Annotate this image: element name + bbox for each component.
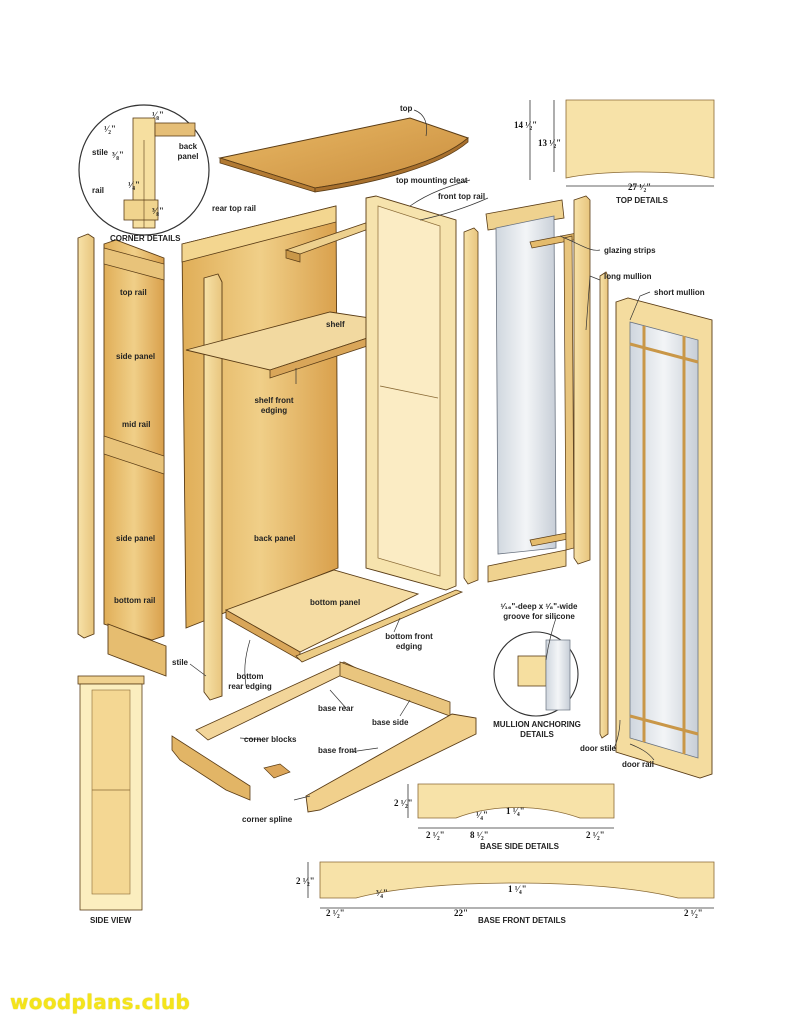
label-door-stile: door stile	[580, 744, 617, 753]
dim-bf-center: 22"	[454, 908, 468, 918]
label-front-top-rail: front top rail	[438, 192, 486, 201]
label-shelf: shelf	[326, 320, 345, 329]
label-corner-rail: rail	[92, 186, 105, 195]
dim-bf-rise: 1 ¹⁄₄"	[508, 884, 527, 894]
dim-bs-left: 2 ¹⁄₂"	[426, 830, 445, 840]
dim-top-depth-inner: 13 ¹⁄₂"	[538, 138, 562, 148]
base-front-details-drawing	[307, 861, 715, 909]
label-long-mullion: long mullion	[604, 272, 652, 281]
label-top: top	[400, 104, 413, 113]
label-bottom-rear-edging: bottom rear edging	[228, 672, 272, 691]
cabinet-right-side	[365, 195, 457, 591]
label-corner-back-panel: back panel	[177, 142, 199, 161]
left-side-assembly	[77, 233, 167, 677]
dim-corner-three-eighths: ³⁄₈"	[112, 150, 124, 160]
label-groove-note-2: groove for silicone	[503, 612, 575, 621]
label-groove-note-1: ¹⁄₁₆"-deep x ¹⁄₈"-wide	[500, 602, 578, 611]
dim-top-width: 27 ¹⁄₂"	[628, 182, 652, 192]
dim-corner-eighth: ¹⁄₈"	[152, 110, 164, 120]
label-side-view: SIDE VIEW	[90, 916, 132, 925]
label-top-mounting-cleat: top mounting cleat	[396, 176, 468, 185]
dim-bf-left: 2 ¹⁄₂"	[326, 908, 345, 918]
dim-corner-three-eighths-b: ³⁄₈"	[152, 206, 164, 216]
label-mid-rail: mid rail	[122, 420, 151, 429]
dim-bs-center: 8 ¹⁄₂"	[470, 830, 489, 840]
side-view-drawing	[77, 675, 145, 911]
label-bottom-rail: bottom rail	[114, 596, 156, 605]
dim-corner-half: ¹⁄₂"	[104, 124, 116, 134]
label-base-front-details: BASE FRONT DETAILS	[478, 916, 566, 925]
label-corner-stile: stile	[92, 148, 109, 157]
mullion-anchoring-diagram	[493, 631, 579, 717]
dim-bs-rise: 1 ¹⁄₄"	[506, 806, 525, 816]
label-bottom-front-edging: bottom front edging	[385, 632, 433, 651]
label-short-mullion: short mullion	[654, 288, 705, 297]
label-rear-top-rail: rear top rail	[212, 204, 257, 213]
leader-lines	[189, 109, 655, 801]
top-piece	[218, 117, 469, 193]
base-assembly	[171, 661, 477, 813]
label-corner-blocks: corner blocks	[244, 735, 297, 744]
label-glazing-strips: glazing strips	[604, 246, 656, 255]
label-back-panel: back panel	[254, 534, 296, 543]
label-corner-details: CORNER DETAILS	[110, 234, 181, 243]
watermark-text: woodplans.club	[10, 990, 191, 1014]
base-side-details-drawing	[407, 783, 615, 829]
label-base-side: base side	[372, 718, 409, 727]
label-bottom-panel: bottom panel	[310, 598, 361, 607]
dim-bf-height: 2 ¹⁄₂"	[296, 876, 315, 886]
dim-bs-height: 2 ¹⁄₂"	[394, 798, 413, 808]
label-door-rail: door rail	[622, 760, 655, 769]
glass-door-exploded	[463, 195, 591, 585]
label-shelf-front-edging: shelf front edging	[254, 396, 294, 415]
top-details-drawing	[529, 99, 715, 187]
label-top-rail: top rail	[120, 288, 147, 297]
label-stile: stile	[172, 658, 189, 667]
label-side-panel-1: side panel	[116, 352, 156, 361]
label-base-rear: base rear	[318, 704, 354, 713]
label-mullion-anchoring-2: DETAILS	[520, 730, 554, 739]
label-side-panel-2: side panel	[116, 534, 156, 543]
dim-bf-three-quarter: ³⁄₄"	[376, 888, 388, 898]
label-base-side-details: BASE SIDE DETAILS	[480, 842, 559, 851]
label-base-front: base front	[318, 746, 357, 755]
dim-corner-quarter: ¹⁄₄"	[128, 180, 140, 190]
assembled-door	[599, 271, 713, 779]
corner-details-diagram	[78, 104, 210, 236]
bottom-panel-piece	[224, 569, 464, 663]
label-top-details: TOP DETAILS	[616, 196, 669, 205]
dim-bf-right: 2 ¹⁄₂"	[684, 908, 703, 918]
dim-top-depth-outer: 14 ¹⁄₂"	[514, 120, 538, 130]
label-mullion-anchoring-1: MULLION ANCHORING	[493, 720, 581, 729]
dim-bs-quarter: ¹⁄₄"	[476, 810, 488, 820]
label-corner-spline: corner spline	[242, 815, 293, 824]
dim-bs-right: 2 ¹⁄₂"	[586, 830, 605, 840]
back-panel-assembly	[181, 205, 339, 701]
